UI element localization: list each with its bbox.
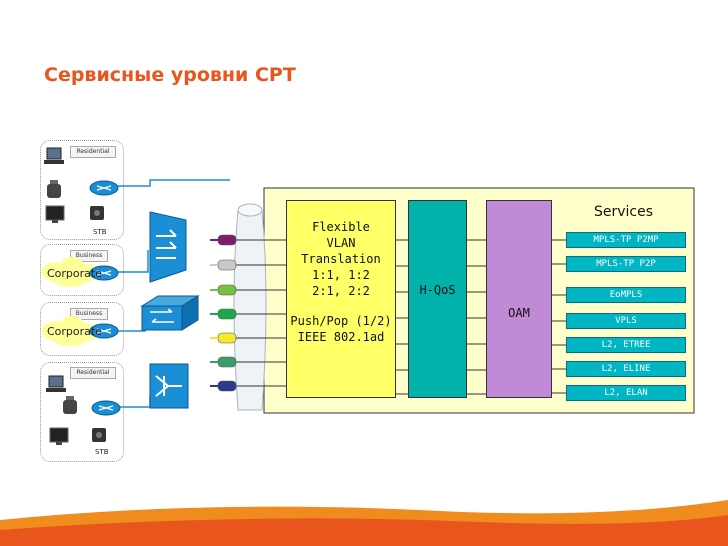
router-icon [89, 323, 119, 339]
hqos-block: H-QoS [408, 200, 467, 398]
service-item-l2-eline: L2, ELINE [566, 361, 686, 377]
connector-plug [217, 234, 237, 246]
page-title: Сервисные уровни СРТ [44, 64, 296, 86]
vlan-line-2: VLAN [326, 236, 356, 250]
router-icon [91, 400, 121, 416]
port-cylinder [233, 203, 267, 411]
connector-plug [217, 308, 237, 320]
service-item-mpls-tp-p2p: MPLS-TP P2P [566, 256, 686, 272]
vlan-translation-block: Flexible VLAN Translation 1:1, 1:2 2:1, … [286, 200, 396, 398]
oam-block: OAM [486, 200, 552, 398]
vlan-line-3: Translation [301, 252, 381, 266]
services-title: Services [594, 204, 654, 220]
connector-plug [217, 259, 237, 271]
service-item-vpls: VPLS [566, 313, 686, 329]
mux-icon [149, 363, 189, 409]
tv-icon [49, 427, 69, 445]
footer-decoration [0, 500, 728, 546]
link-line [108, 179, 230, 187]
connector-plug [217, 380, 237, 392]
phone-icon [47, 180, 61, 198]
cloud-icon [42, 257, 98, 287]
vlan-line-1: Flexible [312, 220, 370, 234]
connector-group [210, 234, 237, 392]
laptop-icon [44, 147, 64, 164]
connector-plug [217, 332, 237, 344]
mux-icon [149, 211, 187, 283]
camera-icon [92, 428, 106, 442]
stb-label-bottom: STB [95, 448, 109, 456]
corporate-label-1: Corporate [47, 267, 102, 280]
connector-plug [217, 356, 237, 368]
corporate-label-2: Corporate [47, 325, 102, 338]
residential-tag-bottom: Residential [70, 367, 116, 379]
service-item-eompls: EoMPLS [566, 287, 686, 303]
router-icon [89, 265, 119, 281]
oam-label: OAM [508, 306, 530, 320]
stb-label-top: STB [93, 228, 107, 236]
phone-icon [63, 396, 77, 414]
business-tag-2: Business [70, 308, 108, 320]
service-item-mpls-tp-p2mp: MPLS-TP P2MP [566, 232, 686, 248]
switch-icon [140, 295, 200, 331]
laptop-icon [46, 375, 66, 392]
link-line [108, 250, 149, 273]
hqos-label: H-QoS [419, 283, 456, 297]
vlan-line-6: Push/Pop (1/2) [290, 314, 392, 328]
vlan-line-5: 2:1, 2:2 [312, 284, 370, 298]
vlan-line-4: 1:1, 1:2 [312, 268, 370, 282]
residential-tag-top: Residential [70, 146, 116, 158]
cloud-icon [42, 316, 98, 346]
service-item-l2-etree: L2, ETREE [566, 337, 686, 353]
connector-plug [217, 284, 237, 296]
service-item-l2-elan: L2, ELAN [566, 385, 686, 401]
router-icon [89, 180, 119, 196]
vlan-line-7: IEEE 802.1ad [297, 330, 385, 344]
camera-icon [90, 206, 104, 220]
tv-icon [45, 205, 65, 223]
